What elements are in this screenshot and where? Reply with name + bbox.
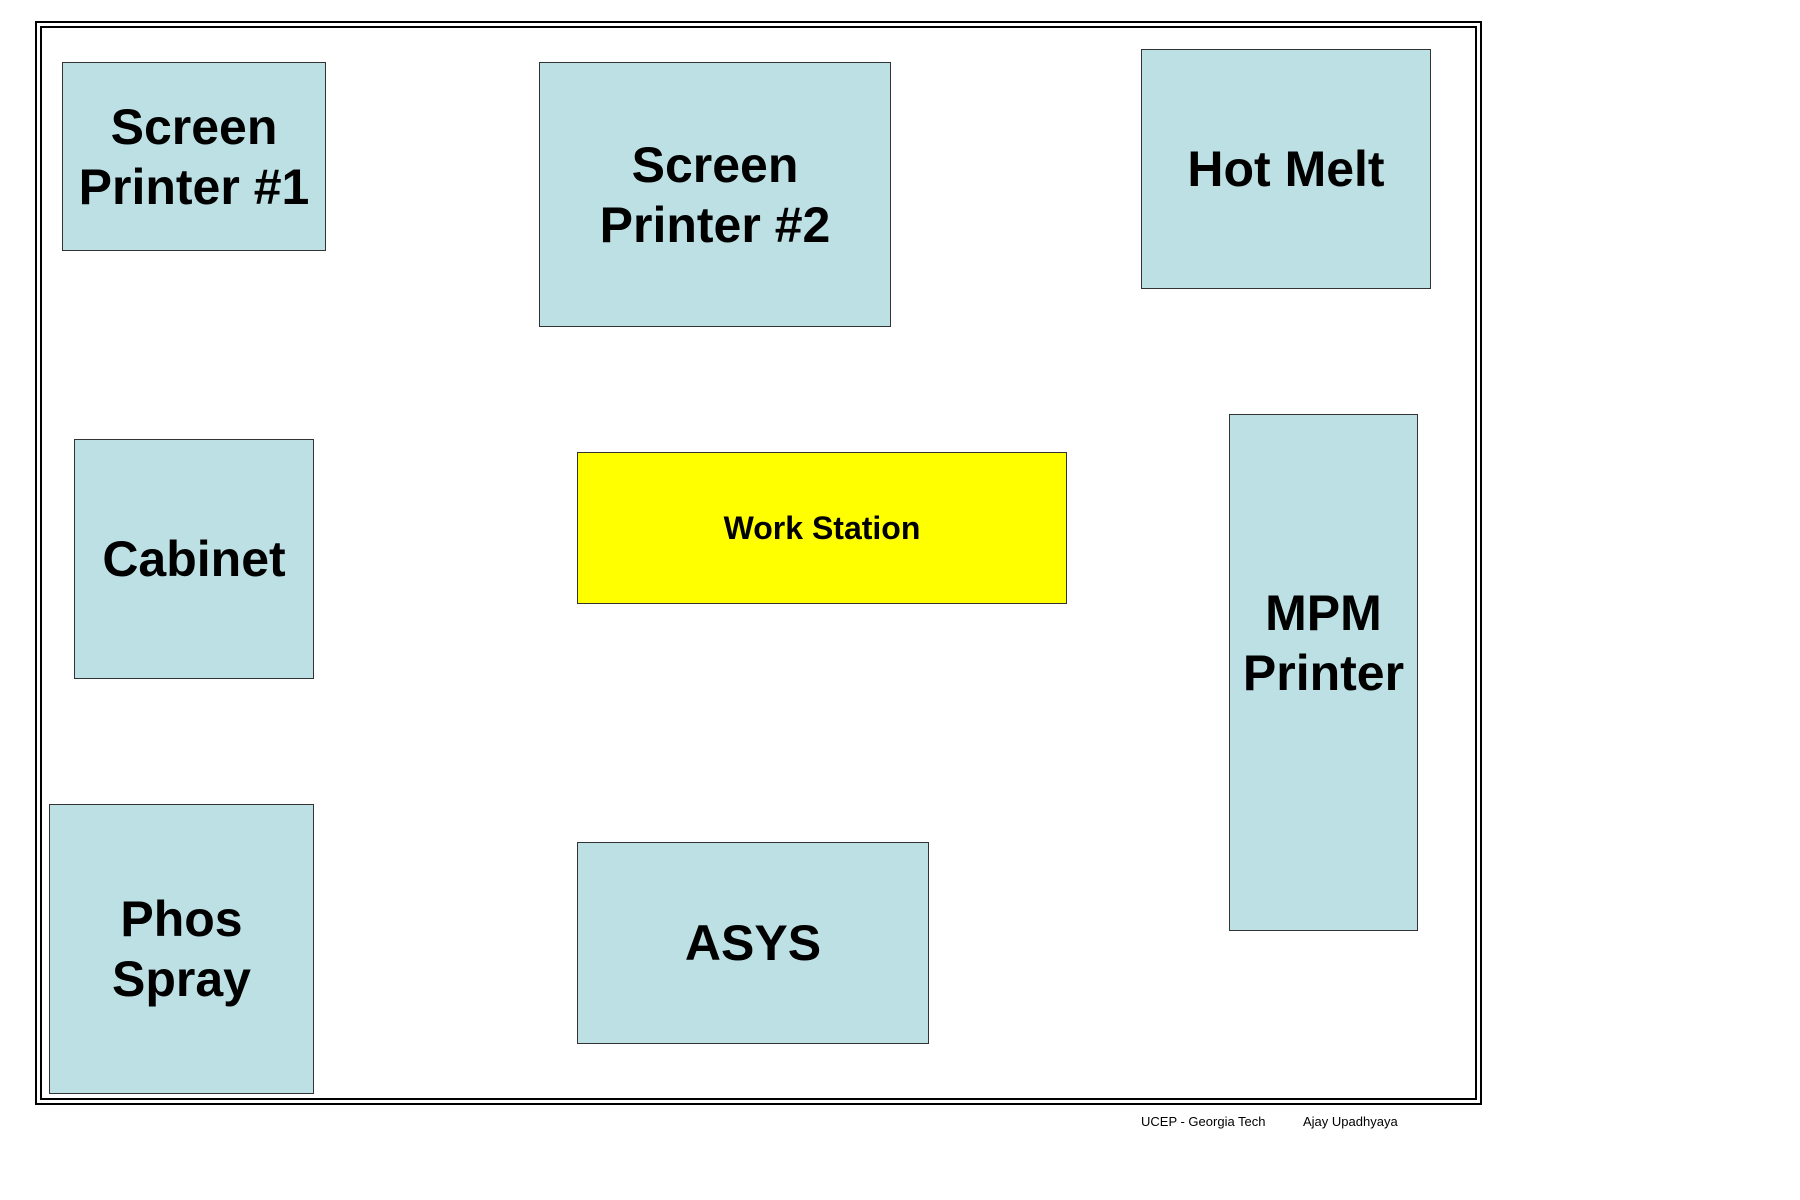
cabinet-label: Cabinet [102, 531, 286, 587]
asys-label: ASYS [684, 915, 822, 971]
work-station-box: Work Station [577, 452, 1067, 604]
asys-box: ASYS [577, 842, 929, 1044]
screen-printer-1-label: Screen Printer #1 [78, 98, 310, 215]
hot-melt-label: Hot Melt [1187, 141, 1385, 197]
floor-border-outer [35, 21, 1482, 1105]
footer-organization: UCEP - Georgia Tech [1141, 1114, 1266, 1129]
mpm-printer-box: MPM Printer [1229, 414, 1418, 931]
footer-author: Ajay Upadhyaya [1303, 1114, 1398, 1129]
screen-printer-2-label: Screen Printer #2 [599, 136, 831, 253]
work-station-label: Work Station [723, 509, 921, 546]
phos-spray-box: Phos Spray [49, 804, 314, 1094]
cabinet-box: Cabinet [74, 439, 314, 679]
phos-spray-label: Phos Spray [112, 891, 251, 1007]
hot-melt-box: Hot Melt [1141, 49, 1431, 289]
screen-printer-1-box: Screen Printer #1 [62, 62, 326, 251]
mpm-printer-label: MPM Printer [1242, 584, 1405, 701]
screen-printer-2-box: Screen Printer #2 [539, 62, 891, 327]
floor-border-inner [40, 26, 1477, 1100]
